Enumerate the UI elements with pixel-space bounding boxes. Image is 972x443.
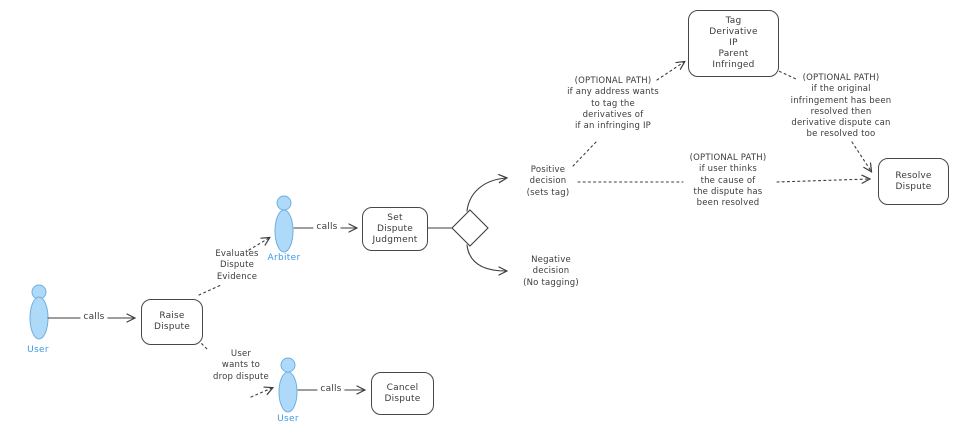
node-raise-dispute: Raise Dispute [141, 299, 203, 345]
edge-raise-to-evaluates [198, 284, 222, 296]
note-optional-original-resolved: (OPTIONAL PATH) if the original infringe… [790, 73, 892, 140]
edge-optional-original-to-resolve [851, 141, 871, 171]
actor-label-user-bottom: User [277, 414, 299, 424]
node-tag-derivative-ip: Tag Derivative IP Parent Infringed [688, 10, 779, 77]
edge-evaluates-to-arbiter [248, 238, 269, 251]
edge-label-calls-1: calls [80, 312, 108, 322]
note-optional-user-thinks: (OPTIONAL PATH) if user thinks the cause… [689, 153, 767, 209]
note-evaluates-dispute-evidence: Evaluates Dispute Evidence [215, 249, 259, 282]
actor-body [29, 296, 49, 340]
actor-label-arbiter: Arbiter [267, 253, 301, 263]
actor-user-left [29, 284, 49, 340]
note-positive-decision: Positive decision (sets tag) [526, 165, 570, 198]
actor-arbiter [274, 195, 294, 253]
note-negative-decision: Negative decision (No tagging) [523, 255, 579, 288]
node-cancel-dispute: Cancel Dispute [371, 372, 434, 415]
actor-body [274, 209, 294, 253]
edge-optional-tag-to-tagbox [656, 62, 684, 81]
decision-diamond [451, 209, 489, 247]
edge-userwants-to-user [250, 388, 272, 398]
edge-label-calls-2: calls [313, 222, 341, 232]
edge-positive-to-optional-tag [572, 140, 598, 167]
node-resolve-dispute: Resolve Dispute [878, 158, 949, 205]
node-set-dispute-judgment: Set Dispute Judgment [362, 207, 428, 251]
edge-optional-userthinks-to-resolve [776, 179, 869, 182]
actor-head [280, 357, 296, 373]
note-user-wants-drop: User wants to drop dispute [213, 349, 269, 382]
actor-user-bottom [278, 357, 298, 413]
actor-label-user-left: User [27, 345, 49, 355]
edge-decision-positive [466, 178, 506, 212]
actor-body [278, 371, 298, 413]
edge-label-calls-3: calls [317, 384, 345, 394]
note-optional-tag-derivatives: (OPTIONAL PATH) if any address wants to … [567, 76, 659, 132]
edge-decision-negative [466, 244, 506, 271]
actor-head [276, 195, 292, 211]
